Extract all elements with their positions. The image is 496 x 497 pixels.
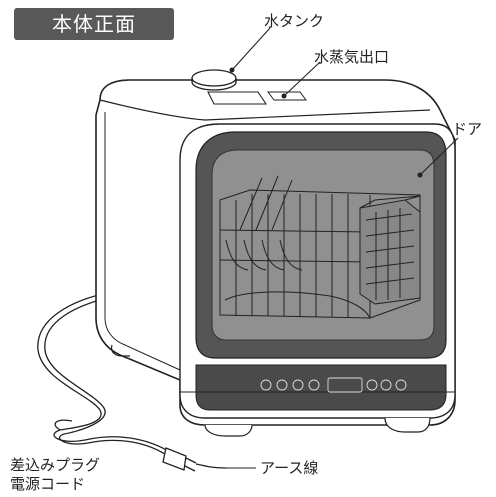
pointer-dot-door	[417, 172, 423, 178]
plug	[162, 447, 227, 472]
pointer-dot-steam-outlet	[281, 93, 287, 99]
leader-water-tank	[231, 27, 271, 71]
label-power-cord: 電源コード	[10, 475, 86, 493]
control-panel	[260, 377, 407, 393]
control-button-2	[276, 379, 288, 391]
control-button-6	[380, 379, 392, 391]
display-panel	[327, 377, 363, 393]
power-cord	[37, 291, 171, 457]
control-button-4	[308, 379, 320, 391]
label-water-tank: 水タンク	[264, 12, 325, 30]
diagram-title: 本体正面	[52, 12, 136, 36]
leader-door	[419, 137, 459, 176]
pointer-dot-water-tank	[229, 67, 235, 73]
label-plug: 差込みプラグ	[10, 456, 101, 474]
leader-lines	[226, 27, 459, 469]
label-door: ドア	[452, 120, 483, 138]
title-badge	[14, 8, 174, 40]
control-button-5	[366, 379, 378, 391]
label-steam-outlet: 水蒸気出口	[314, 48, 390, 66]
control-button-1	[260, 379, 272, 391]
power-button-icon	[395, 379, 407, 391]
leader-steam-outlet	[283, 61, 321, 97]
label-earth-wire: アース線	[260, 459, 319, 477]
cutlery-basket	[359, 195, 421, 305]
top-parts	[191, 69, 307, 105]
control-button-3	[292, 379, 304, 391]
